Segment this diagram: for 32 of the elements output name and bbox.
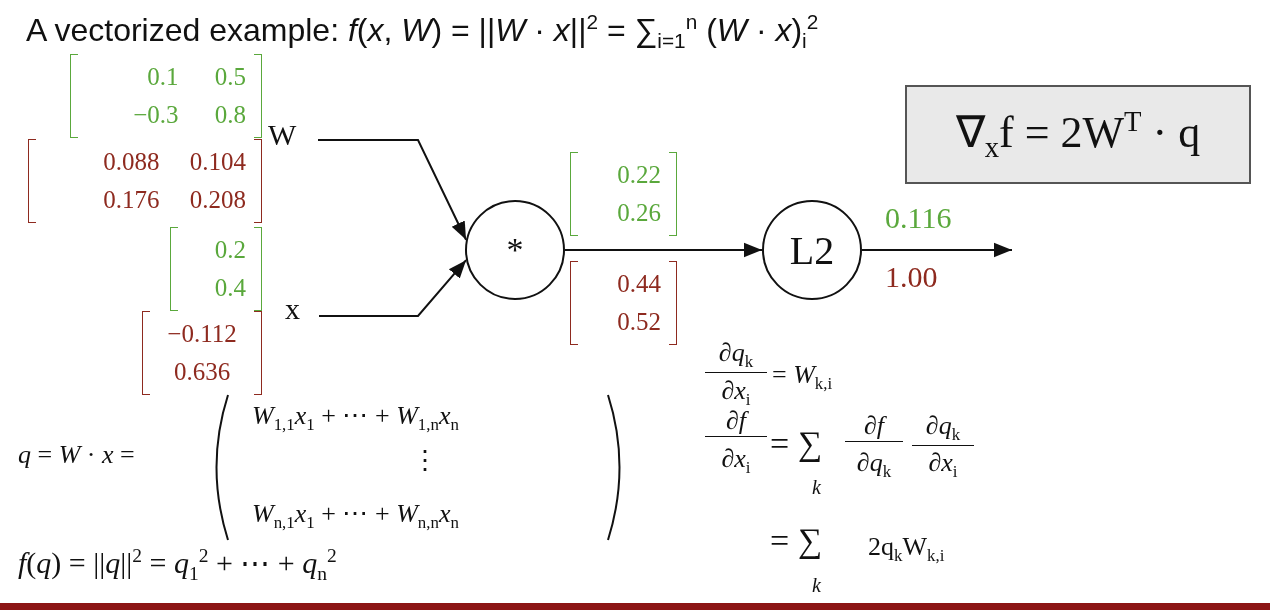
- math-expression: q = W · x =: [18, 440, 135, 470]
- math-expression: ∂x$_{i}$: [927, 448, 959, 483]
- math-expression: 0.116: [885, 201, 952, 235]
- math-expression: W$_{n,1}$x$_{1}$ + ⋯ + W$_{n,n}$x$_{n}$: [252, 498, 459, 534]
- math-expression: = ∑: [770, 425, 822, 463]
- vector-value: 0.44 0.52: [570, 259, 677, 347]
- arrow: [317, 139, 468, 241]
- math-expression: ∂f: [705, 406, 767, 437]
- operation-node: *: [465, 200, 565, 300]
- vector-value: 0.1 0.5 −0.3 0.8: [70, 52, 262, 140]
- arrow: [861, 242, 1013, 258]
- math-expression: = W$_{k,i}$: [772, 360, 833, 395]
- math-expression: = ∑: [770, 522, 822, 560]
- math-expression: k: [812, 574, 821, 597]
- math-expression: ∂q$_{k}$: [912, 411, 974, 447]
- gradient-formula-box: ∇$_{x}$f = 2W$^{T}$ · q: [905, 85, 1251, 184]
- vector-value: 0.22 0.26: [570, 150, 677, 238]
- input-label: x: [285, 292, 300, 326]
- math-expression: ∂q$_{k}$: [705, 338, 767, 374]
- math-expression: W$_{1,1}$x$_{1}$ + ⋯ + W$_{1,n}$x$_{n}$: [252, 400, 459, 436]
- input-label: W: [268, 118, 297, 152]
- vector-value: 0.088 0.104 0.176 0.208: [28, 137, 262, 225]
- math-expression: 2q$_{k}$W$_{k,i}$: [868, 532, 945, 567]
- operation-node: L2: [762, 200, 862, 300]
- math-expression: 1.00: [885, 260, 938, 294]
- math-expression: ∂q$_{k}$: [855, 448, 893, 483]
- math-expression: ∂f: [845, 411, 903, 442]
- math-expression: k: [812, 476, 821, 499]
- math-expression: ⋮: [412, 445, 438, 476]
- arrow: [318, 259, 468, 317]
- arrow: [564, 242, 763, 258]
- math-expression: ∂x$_{i}$: [720, 444, 752, 479]
